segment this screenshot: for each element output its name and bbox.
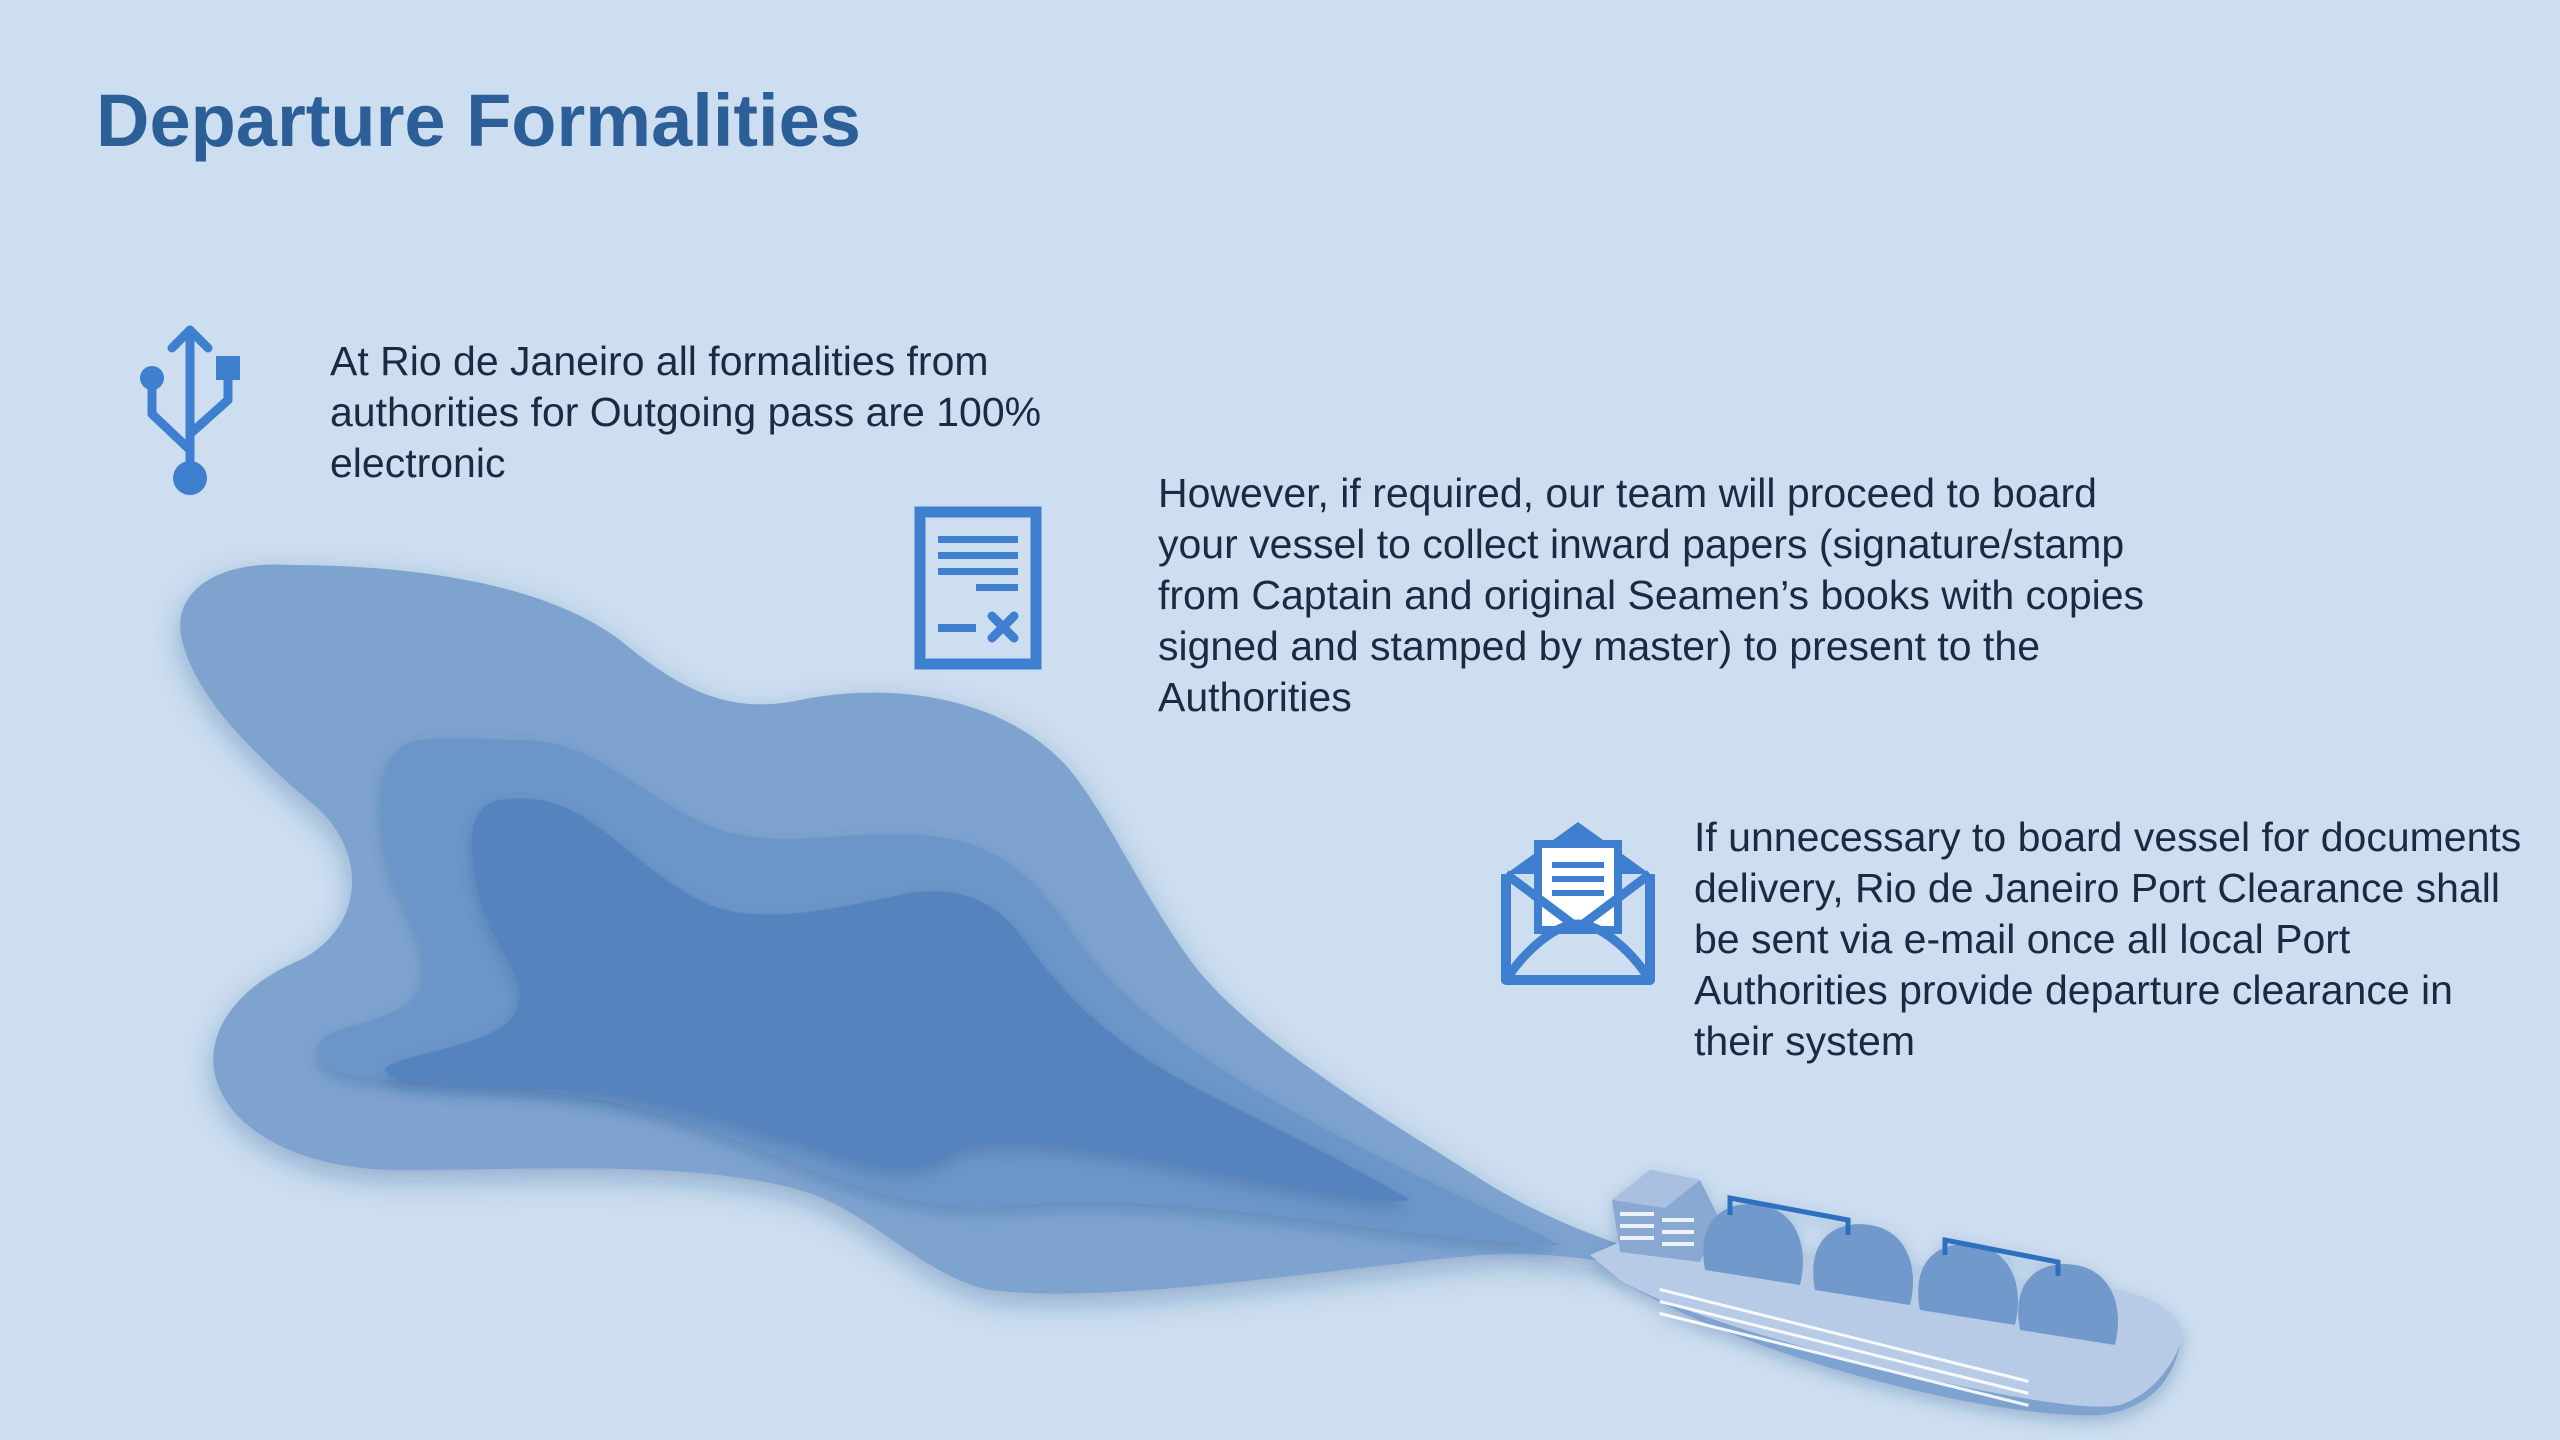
lng-ship bbox=[1590, 1170, 2182, 1416]
document-icon bbox=[914, 506, 1042, 670]
ship-bridge-top bbox=[1612, 1170, 1700, 1208]
point-email-clearance: If unnecessary to board vessel for docum… bbox=[1694, 814, 2522, 1064]
ship-tank-1 bbox=[1703, 1204, 1804, 1285]
bay-inner-layer bbox=[385, 798, 1410, 1201]
point-boarding-papers: However, if required, our team will proc… bbox=[1158, 470, 2145, 720]
usb-icon bbox=[140, 325, 240, 495]
point-electronic-formalities: At Rio de Janeiro all formalities from a… bbox=[330, 338, 1042, 486]
open-envelope-icon bbox=[1501, 822, 1655, 985]
ship-tanks bbox=[1703, 1204, 2119, 1345]
ship-pipe-2 bbox=[1942, 1236, 2061, 1276]
ship-portholes bbox=[1659, 1288, 2029, 1407]
ship-pipe-1 bbox=[1727, 1194, 1851, 1235]
ship-tank-3 bbox=[1918, 1244, 2019, 1325]
ship-tank-4 bbox=[2018, 1264, 2119, 1345]
ship-pipes bbox=[1727, 1194, 2061, 1276]
page-title: Departure Formalities bbox=[96, 79, 861, 162]
ship-tank-2 bbox=[1813, 1224, 1914, 1305]
ship-bridge-windows bbox=[1620, 1212, 1694, 1246]
